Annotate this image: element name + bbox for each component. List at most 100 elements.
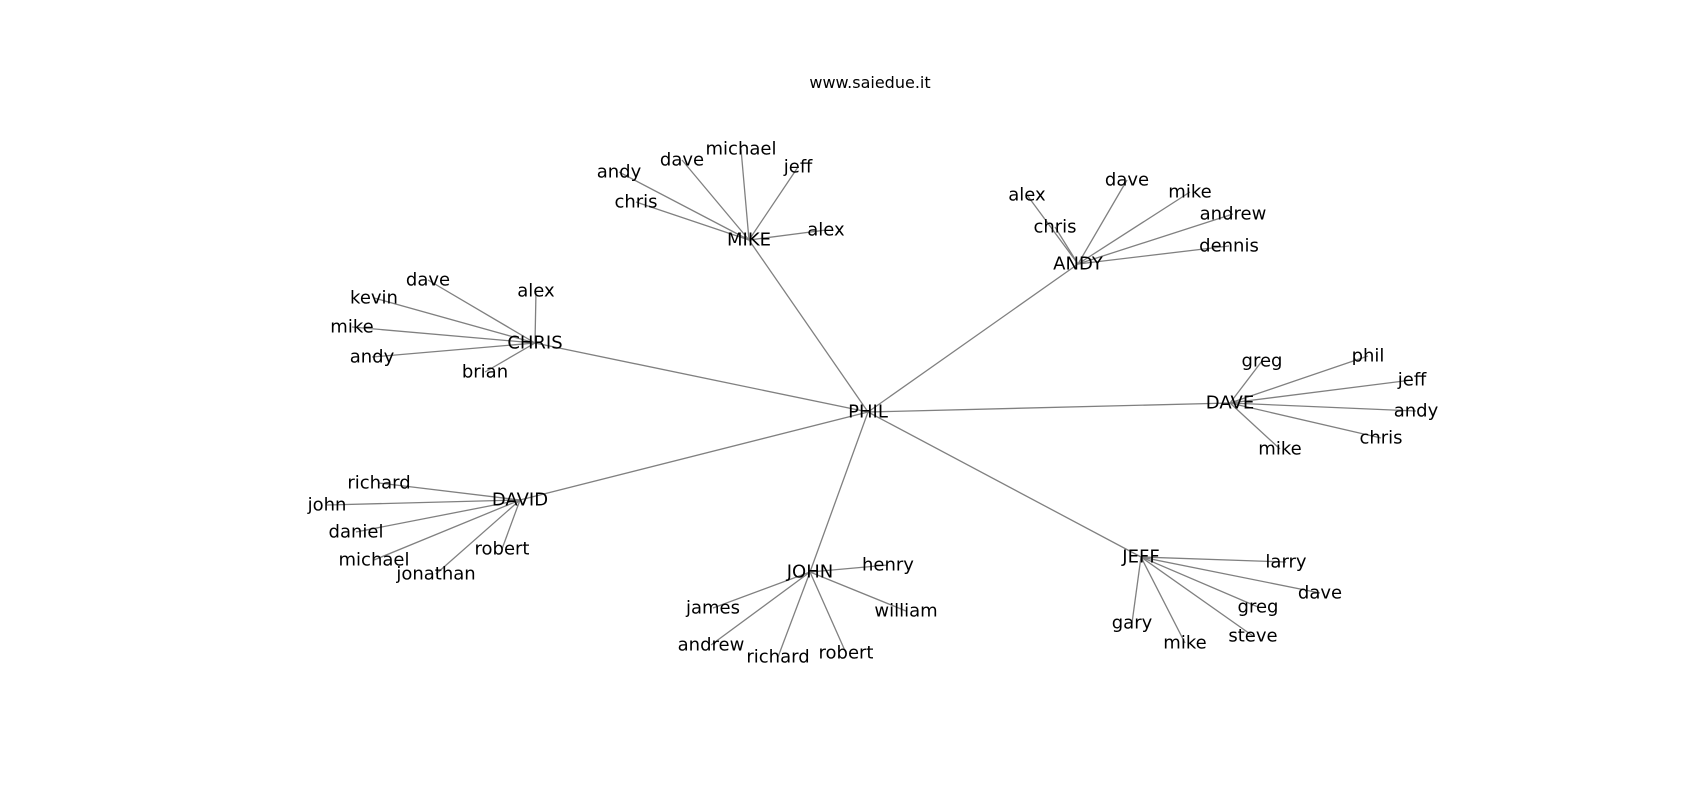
edge-mike-andy [618,171,750,241]
leaf-node-dave-greg: greg [1242,351,1283,372]
edge-john-william [809,571,907,612]
leaf-node-jeff-gary: gary [1112,613,1153,634]
edge-dave-greg [1229,360,1263,404]
leaf-node-mike-andy: andy [597,162,642,183]
edge-john-robert [809,571,847,654]
edge-john-richard [777,571,811,658]
edge-dave-mike [1229,402,1281,450]
edge-jeff-larry [1140,556,1287,563]
edge-andy-alex [1026,194,1079,265]
leaf-node-david-jonathan: jonathan [395,564,475,585]
edge-andy-dave [1077,179,1128,265]
leaf-node-jeff-greg: greg [1238,597,1279,618]
leaf-node-john-henry: henry [862,555,914,576]
edge-root-chris [534,342,869,413]
leaf-node-john-andrew: andrew [678,635,745,656]
leaf-node-dave-chris: chris [1359,428,1402,449]
edge-chris-andy [371,342,536,358]
leaf-node-dave-phil: phil [1352,346,1385,367]
edge-chris-mike [351,326,536,344]
edge-david-jonathan [435,499,521,575]
leaf-node-chris-kevin: kevin [350,288,398,309]
edge-andy-andrew [1077,213,1234,265]
leaf-node-david-daniel: daniel [329,522,384,543]
edge-chris-brian [484,342,536,373]
hub-node-david: DAVID [492,490,548,511]
label-layer: andydavemichaeljeffchrisalexMIKEalexdave… [307,139,1439,668]
edge-layer [326,148,1417,658]
leaf-node-andy-dennis: dennis [1199,236,1259,257]
edge-root-andy [867,263,1079,413]
leaf-node-chris-andy: andy [350,347,395,368]
leaf-node-andy-andrew: andrew [1200,204,1267,225]
leaf-node-chris-dave: dave [406,270,450,291]
root-node: PHIL [848,402,888,423]
leaf-node-david-robert: robert [475,539,530,560]
leaf-node-chris-mike: mike [330,317,373,338]
edge-david-daniel [355,499,521,533]
hub-node-john: JOHN [786,562,833,583]
hub-node-chris: CHRIS [507,333,562,354]
leaf-node-andy-alex: alex [1008,185,1046,206]
edge-john-andrew [710,571,811,646]
edge-mike-chris [635,201,750,241]
leaf-node-andy-chris: chris [1033,217,1076,238]
diagram-title: www.saiedue.it [809,73,930,92]
leaf-node-mike-michael: michael [706,139,777,160]
hub-node-jeff: JEFF [1121,547,1159,568]
edge-dave-jeff [1229,379,1413,404]
edge-david-robert [501,499,521,550]
edge-mike-michael [740,148,750,241]
edge-mike-jeff [748,166,799,241]
edge-jeff-mike [1140,556,1186,644]
edge-chris-kevin [373,297,536,344]
leaf-node-david-richard: richard [347,473,410,494]
edge-mike-dave [681,159,750,241]
hub-node-mike: MIKE [727,230,771,251]
edge-andy-mike [1077,191,1191,265]
leaf-node-chris-brian: brian [462,362,508,383]
edge-root-john [809,411,869,573]
edge-andy-chris [1054,226,1079,265]
leaf-node-john-william: william [874,601,937,622]
leaf-node-jeff-mike: mike [1163,633,1206,654]
edge-john-james [712,571,811,609]
leaf-node-john-james: james [685,598,740,619]
leaf-node-jeff-steve: steve [1228,626,1277,647]
edge-root-dave [867,402,1231,413]
edge-david-michael [373,499,521,561]
edge-john-henry [809,564,889,573]
leaf-node-dave-mike: mike [1258,439,1301,460]
edge-root-jeff [867,411,1142,558]
leaf-node-chris-alex: alex [517,281,555,302]
leaf-node-andy-mike: mike [1168,182,1211,203]
edge-chris-alex [534,290,537,344]
leaf-node-andy-dave: dave [1105,170,1149,191]
edge-jeff-steve [1140,556,1254,637]
edge-root-mike [748,239,869,413]
edge-dave-phil [1229,355,1369,404]
edge-andy-dennis [1077,245,1230,265]
leaf-node-david-john: john [307,495,347,516]
hub-node-dave: DAVE [1206,393,1254,414]
edge-david-john [326,499,521,506]
leaf-node-dave-jeff: jeff [1397,370,1427,391]
hub-node-andy: ANDY [1053,254,1104,275]
edge-jeff-greg [1140,556,1259,608]
leaf-node-jeff-larry: larry [1265,552,1307,573]
leaf-node-jeff-dave: dave [1298,583,1342,604]
edge-jeff-gary [1131,556,1142,624]
leaf-node-mike-dave: dave [660,150,704,171]
edge-dave-andy [1229,402,1417,412]
leaf-node-john-robert: robert [819,643,874,664]
leaf-node-dave-andy: andy [1394,401,1439,422]
leaf-node-mike-jeff: jeff [783,157,813,178]
edge-dave-chris [1229,402,1382,439]
edge-mike-alex [748,229,827,241]
edge-chris-dave [427,279,536,344]
leaf-node-david-michael: michael [339,550,410,571]
leaf-node-mike-alex: alex [807,220,845,241]
edge-david-richard [378,482,521,501]
edge-jeff-dave [1140,556,1321,594]
